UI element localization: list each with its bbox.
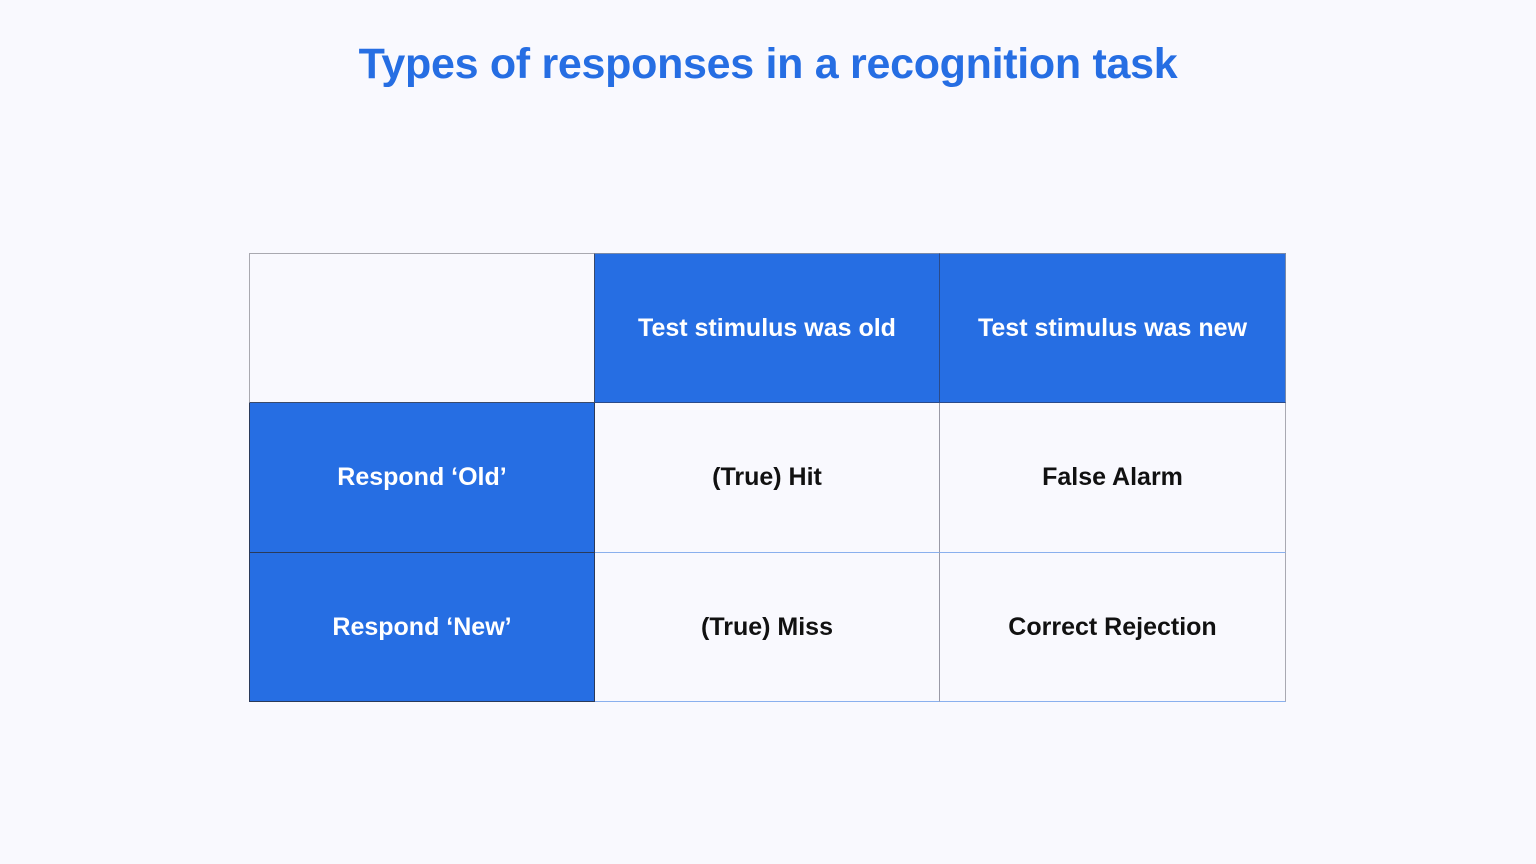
column-header-old: Test stimulus was old <box>595 253 940 403</box>
page-title: Types of responses in a recognition task <box>358 40 1178 88</box>
cell-miss: (True) Miss <box>595 553 940 702</box>
row-header-respond-new: Respond ‘New’ <box>249 553 595 702</box>
column-header-new: Test stimulus was new <box>940 253 1286 403</box>
response-types-table: Test stimulus was old Test stimulus was … <box>249 253 1286 702</box>
cell-hit: (True) Hit <box>595 403 940 553</box>
corner-cell <box>249 253 595 403</box>
cell-correct-rejection: Correct Rejection <box>940 553 1286 702</box>
row-header-respond-old: Respond ‘Old’ <box>249 403 595 553</box>
cell-false-alarm: False Alarm <box>940 403 1286 553</box>
